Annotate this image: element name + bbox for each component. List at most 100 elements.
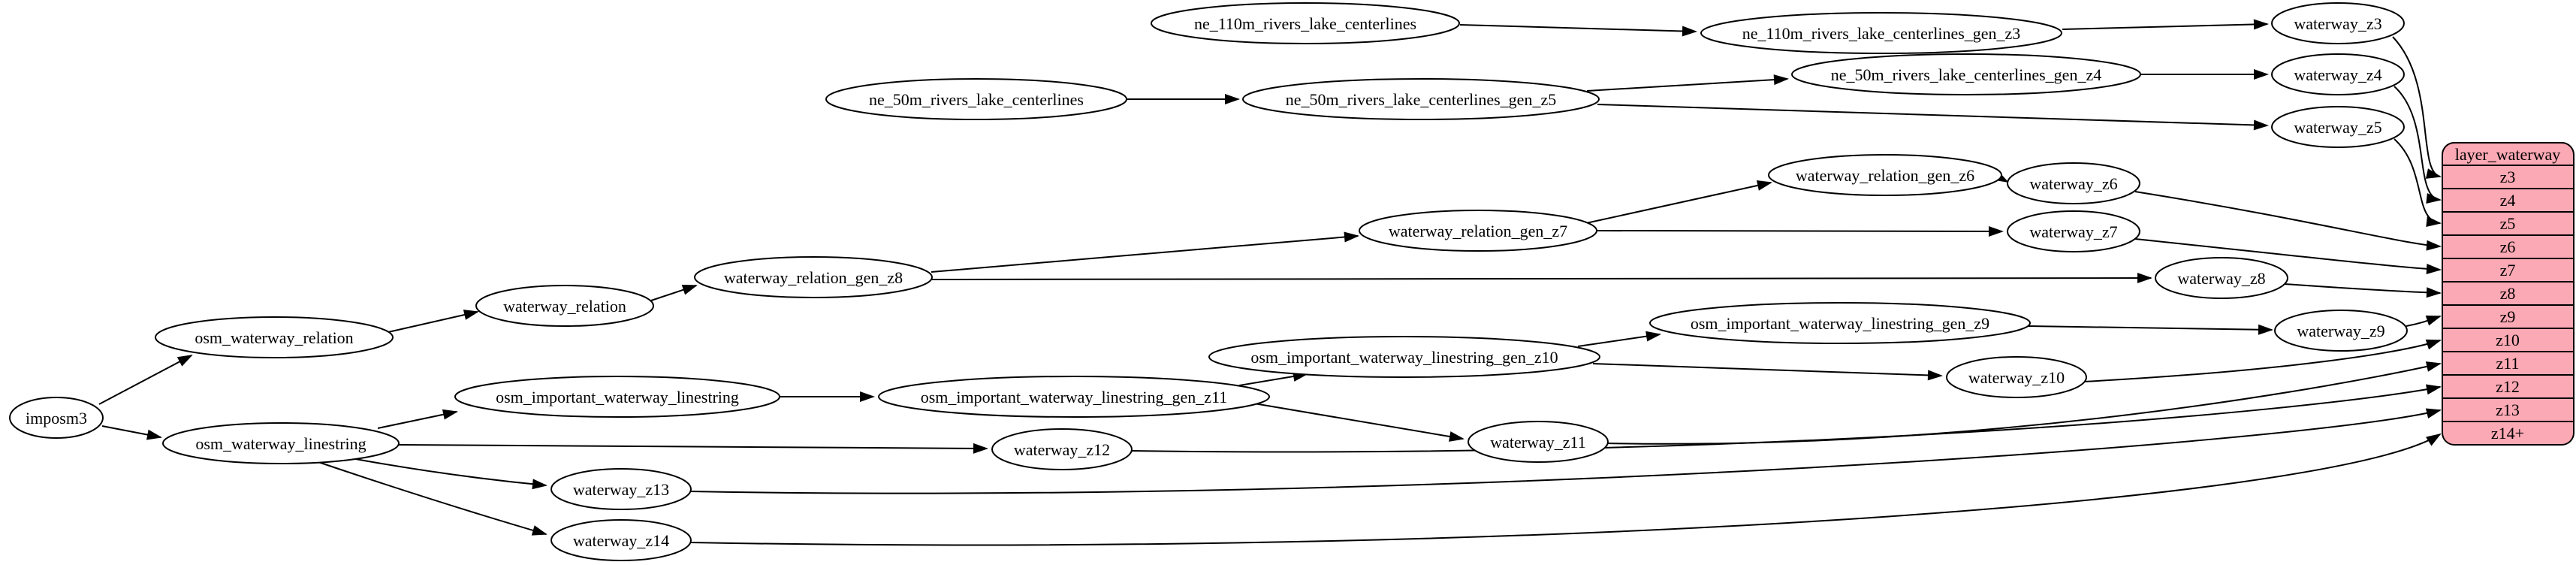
edge-imposm3-osm_waterway_relation xyxy=(98,355,193,405)
node-waterway_z11: waterway_z11 xyxy=(1467,421,1609,463)
edge-gen_z11-waterway_z11 xyxy=(1253,403,1464,442)
node-label: waterway_z7 xyxy=(2029,222,2117,241)
node-label: waterway_z4 xyxy=(2294,65,2381,84)
node-ellipse xyxy=(1649,302,2031,344)
node-waterway_relation_gen_z6: waterway_relation_gen_z6 xyxy=(1768,154,2002,196)
edge-gen_z10-waterway_z10 xyxy=(1592,363,1943,381)
node-ellipse xyxy=(1208,336,1600,378)
table-frame xyxy=(2442,142,2574,446)
edge-waterway_relation-gen_z8 xyxy=(646,285,698,303)
edge-waterway_z3-table_z3 xyxy=(2392,36,2442,179)
node-waterway_z4: waterway_z4 xyxy=(2271,53,2405,95)
node-ellipse xyxy=(1242,78,1600,120)
node-waterway_z9: waterway_z9 xyxy=(2274,310,2408,352)
edge-ne_110m-ne_110m_gen_z3 xyxy=(1459,24,1697,37)
node-ellipse xyxy=(1768,154,2002,196)
table-row-z5: z5 xyxy=(2500,214,2516,233)
node-waterway_z10: waterway_z10 xyxy=(1946,356,2087,398)
node-label: waterway_relation_gen_z8 xyxy=(724,268,903,287)
node-osm_important_waterway_linestring_gen_z11: osm_important_waterway_linestring_gen_z1… xyxy=(878,376,1270,418)
node-waterway_relation_gen_z8: waterway_relation_gen_z8 xyxy=(694,256,933,298)
node-label: waterway_relation_gen_z6 xyxy=(1796,166,1974,185)
node-ellipse xyxy=(2007,210,2140,252)
edge-waterway_z14-table_z14 xyxy=(689,433,2442,546)
node-label: osm_waterway_relation xyxy=(195,328,353,347)
edge-ne_50m_gen_z5-waterway_z5 xyxy=(1597,104,2269,131)
table-row-z13: z13 xyxy=(2496,400,2520,419)
node-ellipse xyxy=(1791,53,2141,95)
node-ellipse xyxy=(550,519,692,561)
edge-waterway_z9-table_z9 xyxy=(2406,316,2442,327)
node-waterway_z14: waterway_z14 xyxy=(550,519,692,561)
node-ne_110m_rivers_lake_centerlines_gen_z3: ne_110m_rivers_lake_centerlines_gen_z3 xyxy=(1700,12,2062,54)
edge-gen_z7-gen_z6 xyxy=(1585,180,1772,224)
table-row-z8: z8 xyxy=(2500,284,2516,303)
node-ne_50m_rivers_lake_centerlines_gen_z5: ne_50m_rivers_lake_centerlines_gen_z5 xyxy=(1242,78,1600,120)
node-label: waterway_z13 xyxy=(573,480,669,499)
node-ellipse xyxy=(2271,53,2405,95)
node-ellipse xyxy=(991,428,1133,470)
edge-waterway_z12-table_z12 xyxy=(1130,384,2442,453)
edge-waterway_z6-table_z6 xyxy=(2134,191,2442,251)
edge-osm_waterway_linestring-waterway_z14 xyxy=(313,460,547,536)
edge-ne_110m_gen_z3-waterway_z3 xyxy=(2062,19,2269,30)
node-ellipse xyxy=(694,256,933,298)
node-ellipse xyxy=(9,397,104,439)
node-waterway_z5: waterway_z5 xyxy=(2271,106,2405,148)
edge-waterway_z7-table_z7 xyxy=(2134,238,2442,274)
node-osm_important_waterway_linestring_gen_z9: osm_important_waterway_linestring_gen_z9 xyxy=(1649,302,2031,344)
edge-waterway_z13-table_z13 xyxy=(689,408,2442,494)
node-label: osm_important_waterway_linestring xyxy=(496,388,739,406)
node-waterway_z8: waterway_z8 xyxy=(2155,257,2288,299)
node-label: ne_50m_rivers_lake_centerlines_gen_z5 xyxy=(1286,90,1556,109)
table-row-z14plus: z14+ xyxy=(2491,424,2524,443)
edge-osm_waterway_linestring-waterway_z13 xyxy=(351,458,547,490)
node-waterway_z13: waterway_z13 xyxy=(550,468,692,510)
node-label: waterway_z11 xyxy=(1490,433,1585,452)
edge-waterway_z4-table_z4 xyxy=(2394,86,2442,204)
node-ne_110m_rivers_lake_centerlines: ne_110m_rivers_lake_centerlines xyxy=(1151,2,1460,44)
node-label: ne_110m_rivers_lake_centerlines_gen_z3 xyxy=(1742,24,2021,43)
edge-gen_z11-gen_z10 xyxy=(1238,371,1308,386)
node-label: ne_50m_rivers_lake_centerlines xyxy=(869,90,1084,109)
table-row-z3: z3 xyxy=(2500,168,2516,186)
table-row-z7: z7 xyxy=(2500,261,2516,279)
node-ellipse xyxy=(1700,12,2062,54)
node-waterway_z6: waterway_z6 xyxy=(2007,162,2140,204)
node-ellipse xyxy=(825,78,1127,120)
node-waterway_relation: waterway_relation xyxy=(475,285,654,327)
table-row-z11: z11 xyxy=(2496,354,2520,373)
edge-gen_z10-gen_z9 xyxy=(1577,331,1661,347)
edge-gen_z8-gen_z7 xyxy=(931,231,1359,273)
node-label: waterway_relation_gen_z7 xyxy=(1389,222,1567,240)
node-ellipse xyxy=(454,376,780,418)
edge-ne_50m_gen_z5-ne_50m_gen_z4 xyxy=(1586,74,1789,92)
node-label: ne_50m_rivers_lake_centerlines_gen_z4 xyxy=(1831,65,2101,84)
node-ellipse xyxy=(1946,356,2087,398)
edge-waterway_z8-table_z8 xyxy=(2284,283,2442,298)
node-label: waterway_z6 xyxy=(2029,174,2117,193)
node-ne_50m_rivers_lake_centerlines_gen_z4: ne_50m_rivers_lake_centerlines_gen_z4 xyxy=(1791,53,2141,95)
node-label: waterway_relation xyxy=(503,297,626,316)
node-ellipse xyxy=(878,376,1270,418)
table-title: layer_waterway xyxy=(2455,145,2560,164)
node-label: osm_waterway_linestring xyxy=(195,434,366,453)
node-label: waterway_z9 xyxy=(2297,322,2384,340)
node-waterway_relation_gen_z7: waterway_relation_gen_z7 xyxy=(1359,210,1597,252)
node-waterway_z7: waterway_z7 xyxy=(2007,210,2140,252)
edge-imposm3-osm_waterway_linestring xyxy=(101,425,162,440)
table-row-z6: z6 xyxy=(2500,237,2516,256)
node-ellipse xyxy=(1467,421,1609,463)
table-layer_waterway: layer_waterway z3 z4 z5 z6 z7 z8 z9 z10 … xyxy=(2442,142,2574,446)
edge-waterway_z5-table_z5 xyxy=(2394,138,2442,227)
edge-layer xyxy=(98,19,2442,546)
node-label: osm_important_waterway_linestring_gen_z1… xyxy=(921,388,1228,406)
node-label: waterway_z8 xyxy=(2177,269,2265,288)
node-label: waterway_z10 xyxy=(1968,368,2065,387)
table-row-z10: z10 xyxy=(2496,331,2520,349)
node-label: waterway_z12 xyxy=(1014,440,1110,459)
table-row-z9: z9 xyxy=(2500,307,2516,326)
node-label: osm_important_waterway_linestring_gen_z9 xyxy=(1691,314,1989,333)
